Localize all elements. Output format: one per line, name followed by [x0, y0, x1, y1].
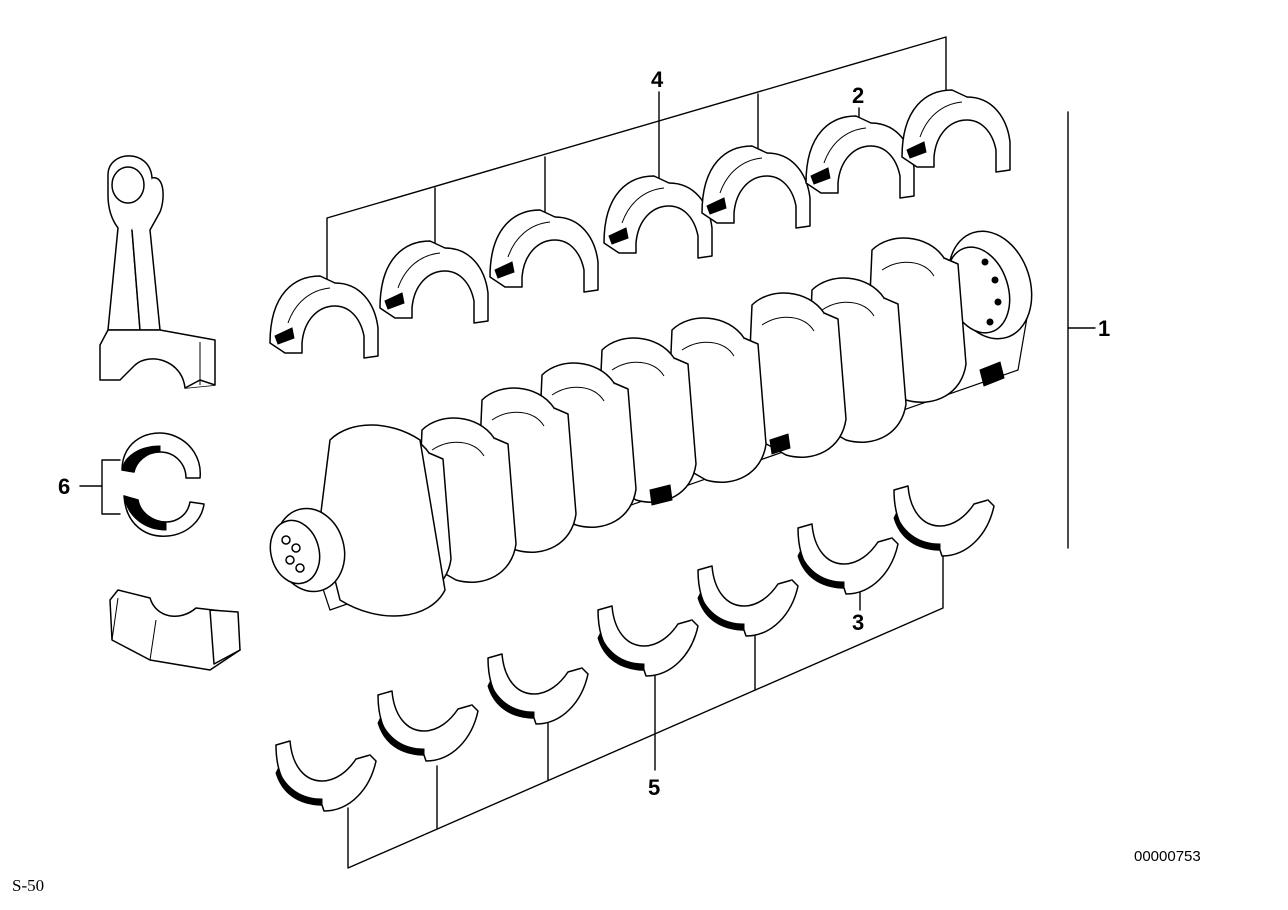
bearing-shell-icon — [377, 690, 479, 762]
callouts: 1 2 3 4 5 6 — [58, 67, 1110, 800]
bearing-shell-icon — [797, 523, 899, 595]
bearing-shell-icon — [901, 89, 1011, 173]
bearing-shell-icon — [275, 740, 377, 812]
callout-5: 5 — [648, 775, 660, 800]
callout-6: 6 — [58, 474, 70, 499]
callout-4: 4 — [651, 67, 664, 92]
crankshaft-icon — [269, 230, 1033, 617]
bearing-shell-icon — [697, 565, 799, 637]
bearing-shell-icon — [805, 115, 915, 199]
connecting-rod-icon — [99, 155, 216, 389]
page-code: S-50 — [12, 876, 45, 895]
bearing-shell-icon — [603, 175, 713, 259]
callout-1: 1 — [1098, 316, 1110, 341]
bearing-shell-icon — [489, 209, 599, 293]
callout-3: 3 — [852, 610, 864, 635]
conrod-bearing-shells — [121, 432, 205, 537]
bearing-shell-icon — [701, 145, 811, 229]
bearing-shell-icon — [597, 605, 699, 677]
callout-2: 2 — [852, 83, 864, 108]
bearing-shell-icon — [269, 275, 379, 359]
bearing-shell-icon — [487, 653, 589, 725]
bearing-shell-icon — [379, 240, 489, 324]
diagram-number: 00000753 — [1134, 848, 1201, 865]
bearing-shell-icon — [893, 485, 995, 557]
bearing-cap-icon — [109, 589, 241, 671]
